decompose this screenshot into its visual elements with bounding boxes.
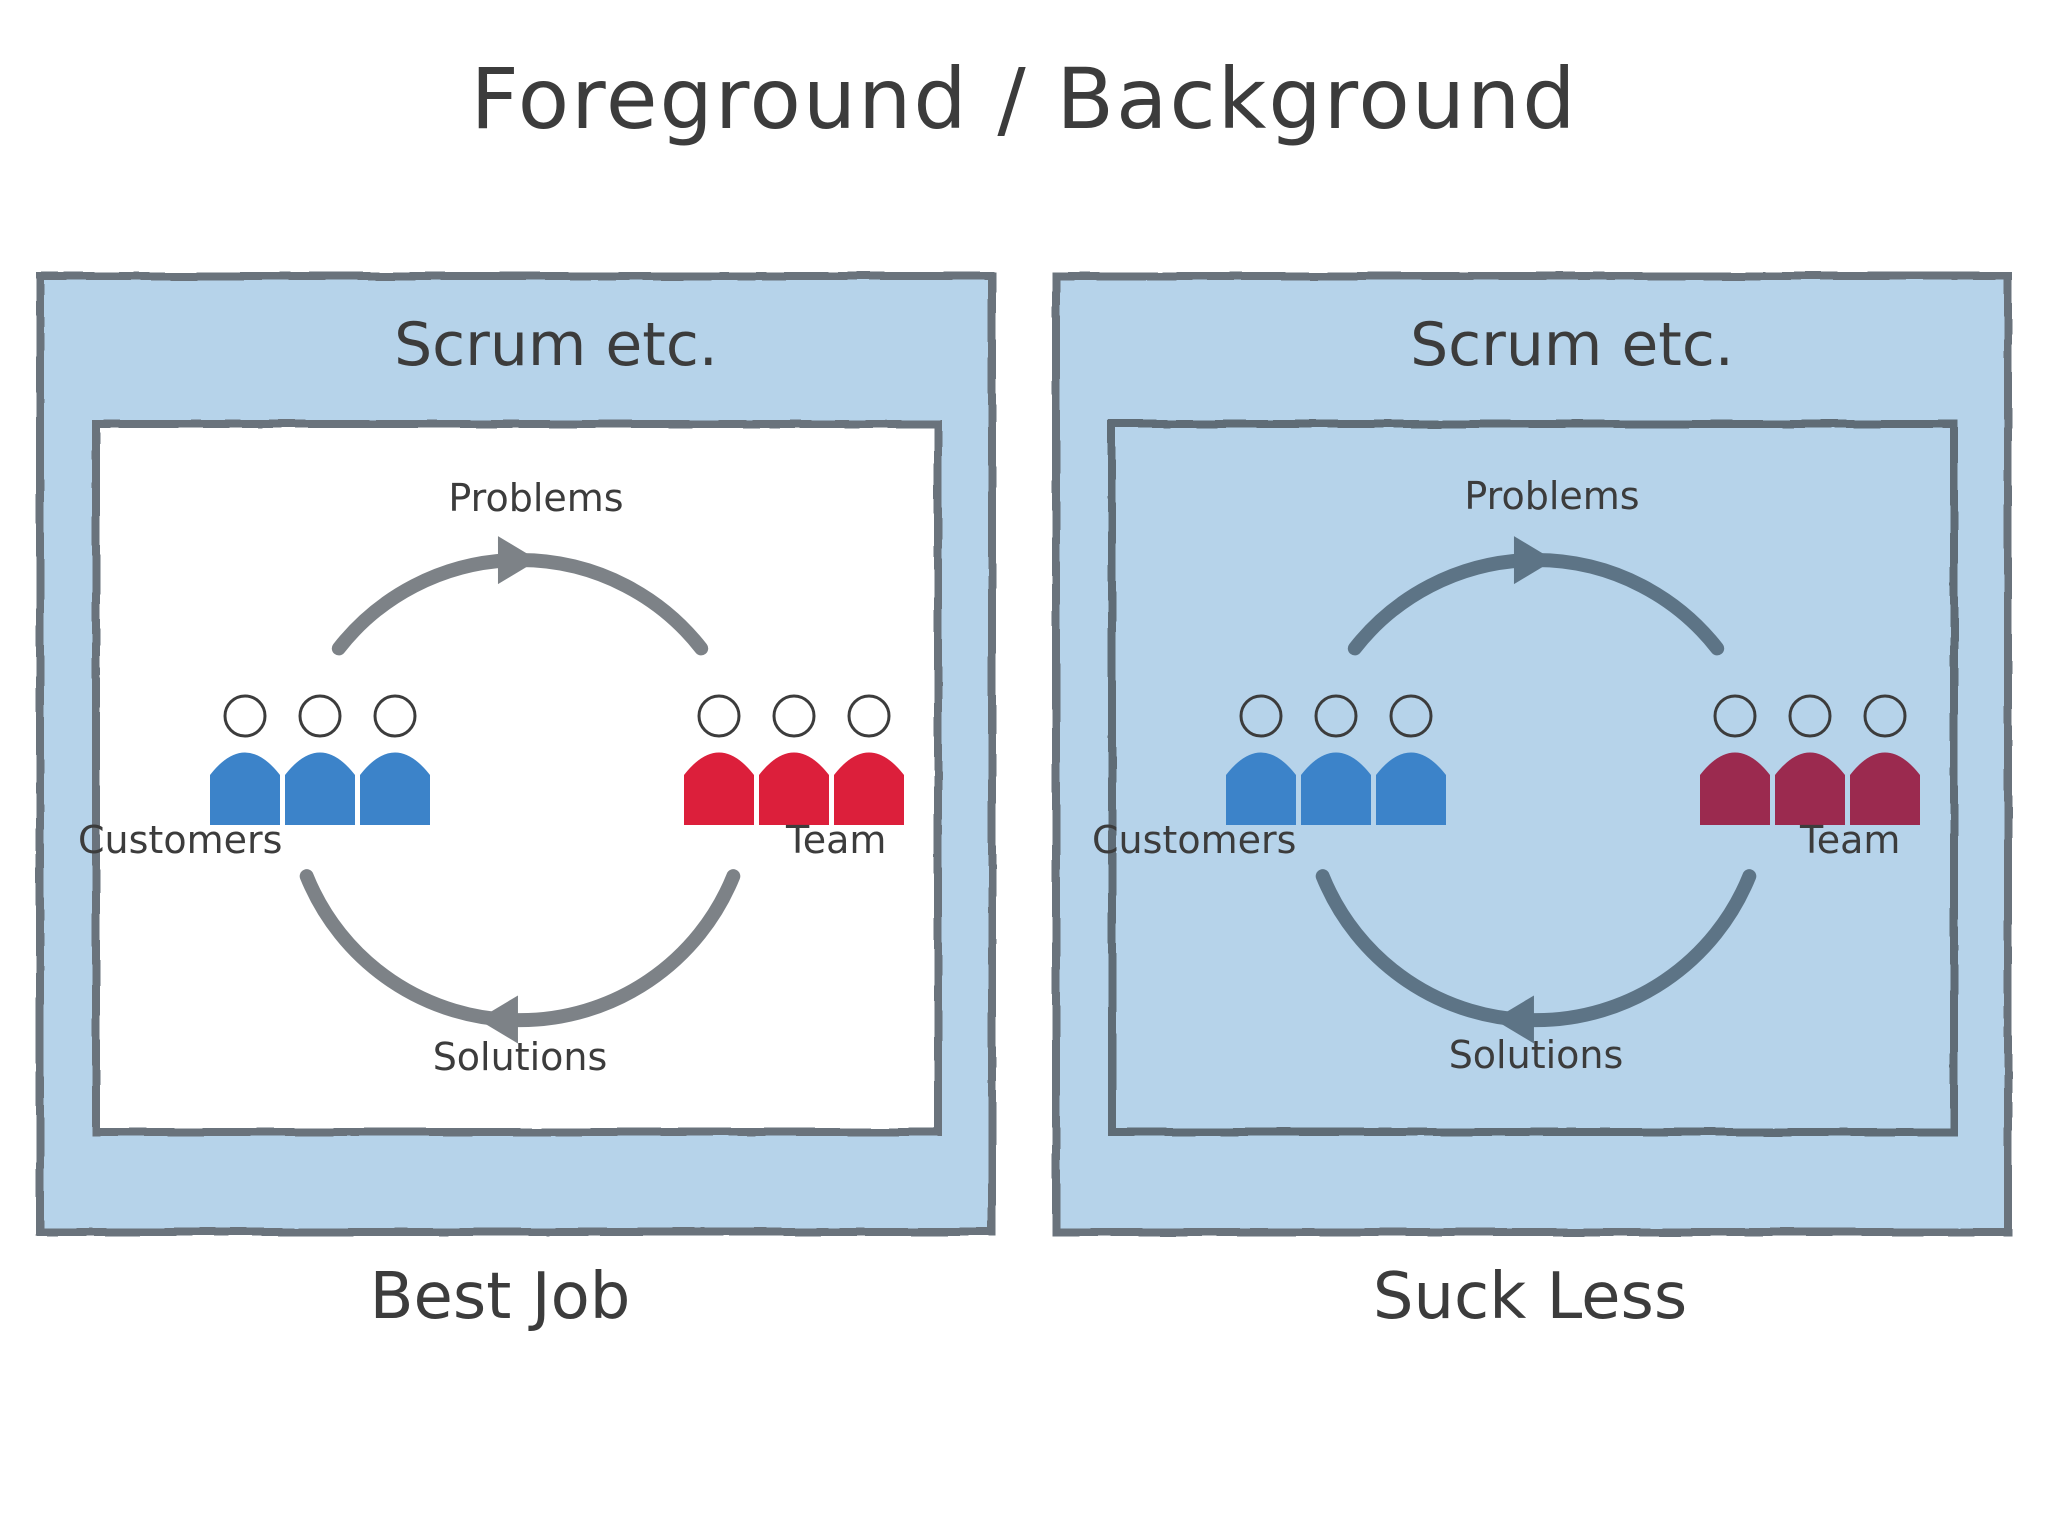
cycle-label-problems-right: Problems [1464, 474, 1639, 518]
cycle-label-solutions-right: Solutions [1449, 1033, 1624, 1077]
team-person-3 [834, 694, 904, 825]
cycle-right: Problems Solutions Customers Team [1092, 474, 1920, 1077]
team-group-right [1700, 694, 1920, 825]
cycle-label-customers-right: Customers [1092, 818, 1296, 862]
customer-person-2 [285, 694, 355, 825]
panel-caption-left: Best Job [370, 1260, 631, 1334]
panel-caption-right: Suck Less [1373, 1260, 1687, 1334]
team-person-2 [759, 694, 829, 825]
arrowhead-left-right [1493, 995, 1534, 1044]
panel-best-job: Scrum etc. [36, 272, 996, 1334]
customer-person-1 [210, 694, 280, 825]
arrowhead-left-left [477, 995, 518, 1044]
team-person-1 [684, 694, 754, 825]
panel-header-left: Scrum etc. [394, 310, 718, 380]
panel-header-right: Scrum etc. [1410, 310, 1734, 380]
team-group-left [684, 694, 904, 825]
customer-person-3 [360, 694, 430, 825]
cycle-arc-bottom-left [299, 869, 741, 1028]
cycle-label-team-left: Team [785, 818, 886, 862]
arrowhead-right-left [497, 536, 538, 585]
cycle-arcs-left [299, 536, 741, 1044]
panel-suck-less: Scrum etc. [1052, 272, 2012, 1334]
cycle-left: Problems Solutions Customers Team [78, 476, 904, 1079]
cycle-label-solutions-left: Solutions [433, 1035, 608, 1079]
team-person-1 [1700, 694, 1770, 825]
cycle-label-team-right: Team [1799, 818, 1900, 862]
cycle-arcs-right [1315, 536, 1757, 1044]
diagram-title: Foreground / Background [470, 50, 1577, 148]
team-person-3 [1850, 694, 1920, 825]
customer-person-2 [1301, 694, 1371, 825]
customer-person-1 [1226, 694, 1296, 825]
cycle-label-problems-left: Problems [448, 476, 623, 520]
cycle-label-customers-left: Customers [78, 818, 282, 862]
team-person-2 [1775, 694, 1845, 825]
customers-group-left [210, 694, 430, 825]
arrowhead-right-right [1513, 536, 1554, 585]
cycle-arc-bottom-right [1315, 869, 1757, 1028]
customers-group-right [1226, 694, 1446, 825]
customer-person-3 [1376, 694, 1446, 825]
